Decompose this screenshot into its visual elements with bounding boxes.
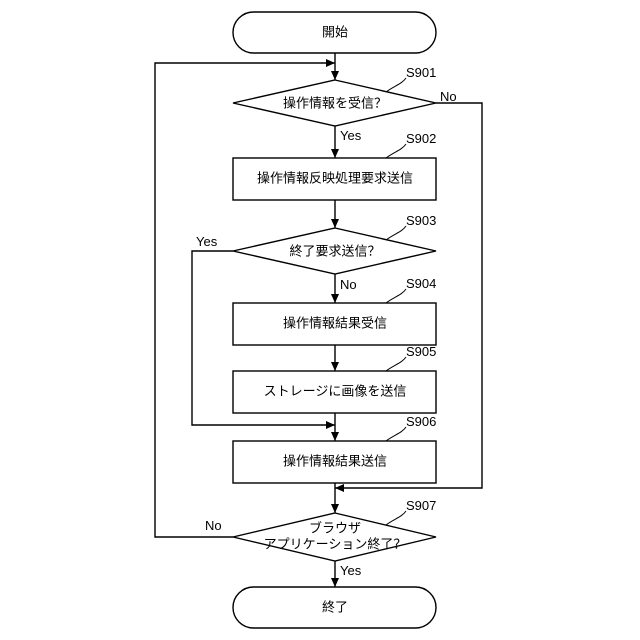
- step-id-s906: S906: [406, 414, 436, 429]
- step-id-s903: S903: [406, 213, 436, 228]
- decision-s907-text-line1: ブラウザ: [309, 521, 361, 537]
- leader-s901: [386, 78, 406, 92]
- s903-no-label: No: [340, 277, 357, 292]
- process-s904-text: 操作情報結果受信: [283, 316, 387, 332]
- step-id-s902: S902: [406, 131, 436, 146]
- end-label: 終了: [322, 600, 348, 616]
- leader-s906: [386, 427, 406, 441]
- s901-yes-label: Yes: [340, 128, 362, 143]
- process-s902-text: 操作情報反映処理要求送信: [257, 171, 413, 187]
- start-label: 開始: [322, 26, 348, 41]
- step-id-s907: S907: [406, 498, 436, 513]
- decision-s903-text: 終了要求送信？: [289, 244, 380, 260]
- leader-s904: [386, 289, 406, 303]
- process-s905-text: ストレージに画像を送信: [264, 385, 407, 400]
- s901-no-label: No: [440, 89, 457, 104]
- decision-s901-text: 操作情報を受信？: [283, 96, 387, 112]
- leader-s905: [386, 357, 406, 371]
- step-id-s901: S901: [406, 65, 436, 80]
- s907-yes-label: Yes: [340, 563, 362, 578]
- s907-no-label: No: [205, 518, 222, 533]
- s903-yes-label: Yes: [196, 234, 218, 249]
- leader-s907: [386, 511, 406, 525]
- leader-s902: [386, 144, 406, 158]
- process-s906-text: 操作情報結果送信: [283, 454, 387, 470]
- step-id-s905: S905: [406, 344, 436, 359]
- leader-s903: [386, 226, 406, 240]
- decision-s907-text-line2: アプリケーション終了？: [264, 537, 407, 553]
- step-id-s904: S904: [406, 276, 436, 291]
